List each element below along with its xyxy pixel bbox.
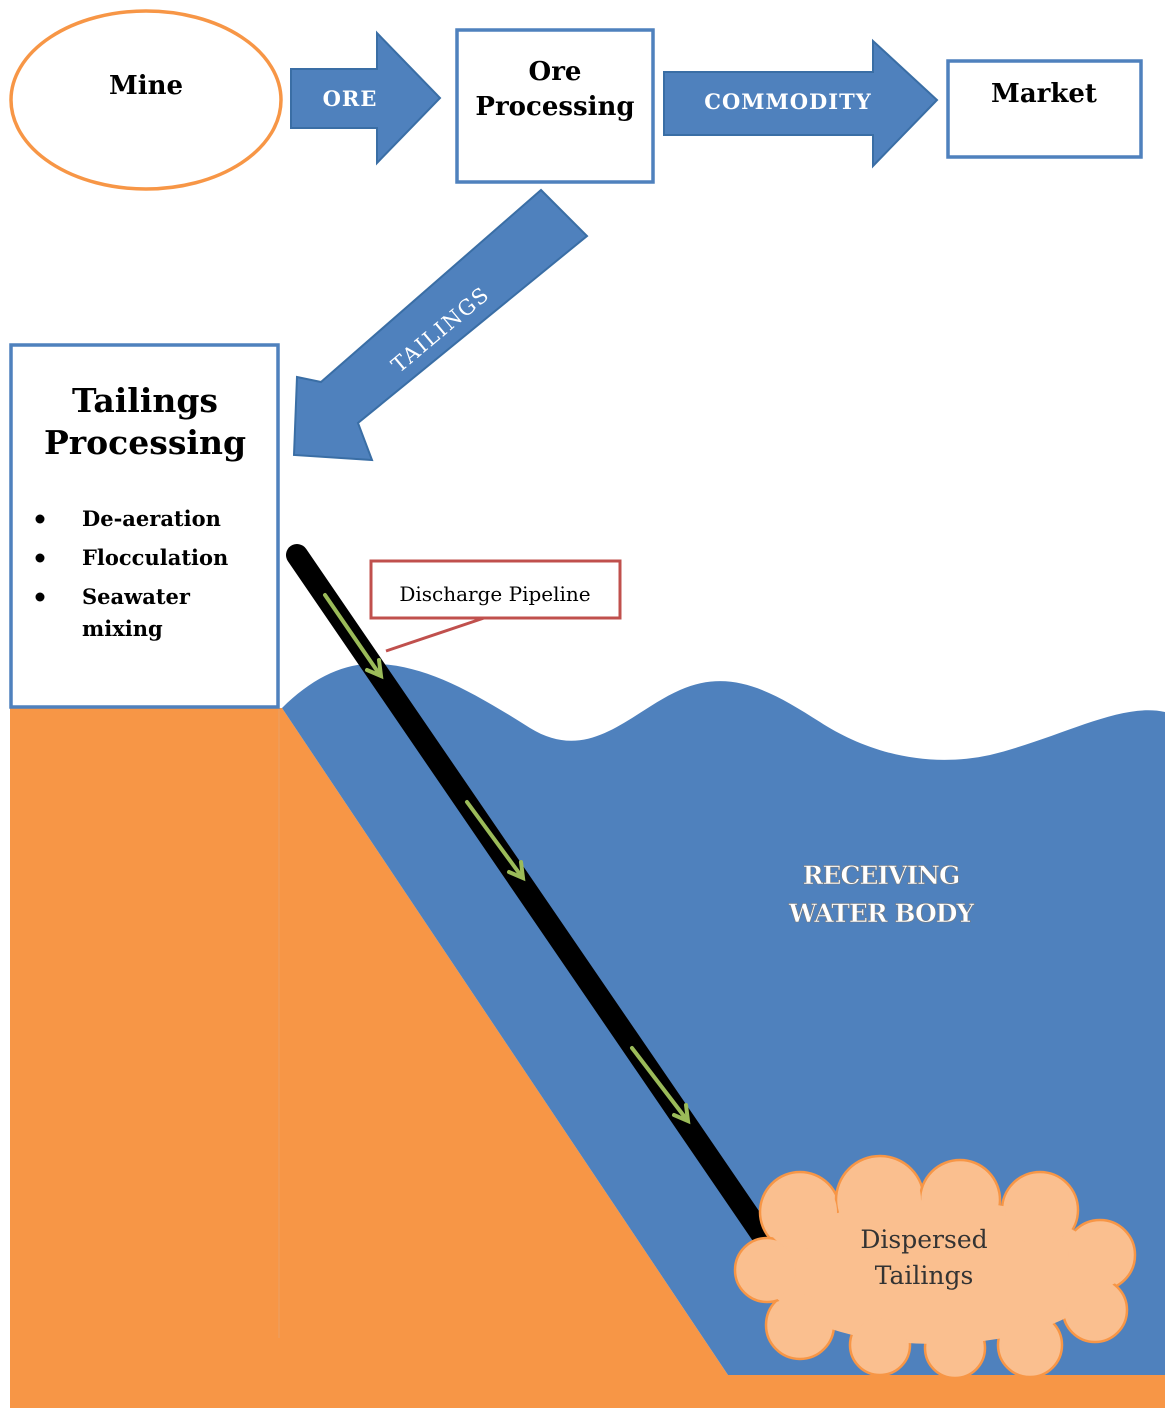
dispersed-tailings-label-line2: Tailings [875, 1261, 974, 1290]
tailings-processing-title-line1: Tailings [72, 381, 218, 420]
flow-arrow-2 [465, 800, 526, 882]
mine-node [9, 9, 283, 191]
tailings-arrow [292, 188, 589, 462]
ore-processing-label-line2: Processing [475, 92, 634, 122]
flow-arrow-1 [323, 593, 384, 680]
tailings-processing-title-line2: Processing [44, 423, 246, 462]
bullet-2 [35, 553, 45, 563]
bullet-3 [35, 592, 45, 602]
market-label: Market [991, 79, 1097, 109]
discharge-pipeline-callout [369, 559, 622, 620]
dispersed-tailings-label-line1: Dispersed [860, 1225, 987, 1254]
tailings-processing-node [9, 343, 280, 709]
water-body-label-line1: RECEIVING [803, 861, 960, 890]
step-seawater-mixing-line1: Seawater [82, 584, 191, 609]
step-flocculation: Flocculation [82, 545, 228, 570]
water-body-label-line2: WATER BODY [788, 899, 976, 928]
ore-processing-label-line1: Ore [529, 57, 582, 87]
commodity-arrow [663, 38, 939, 169]
commodity-label: COMMODITY [704, 89, 871, 114]
step-seawater-mixing-line2: mixing [82, 616, 163, 641]
dispersed-tailings-cloud [733, 1154, 1137, 1380]
ore-processing-node [455, 28, 655, 184]
mine-label: Mine [109, 71, 183, 101]
ore-arrow [290, 30, 442, 166]
flow-arrow-3 [630, 1046, 691, 1125]
bullet-1 [35, 514, 45, 524]
step-de-aeration: De-aeration [82, 506, 221, 531]
land-region [10, 708, 1165, 1408]
ore-label: ORE [323, 86, 378, 111]
discharge-pipeline-label: Discharge Pipeline [399, 582, 590, 606]
market-node [946, 59, 1143, 159]
callout-leader [385, 615, 488, 653]
